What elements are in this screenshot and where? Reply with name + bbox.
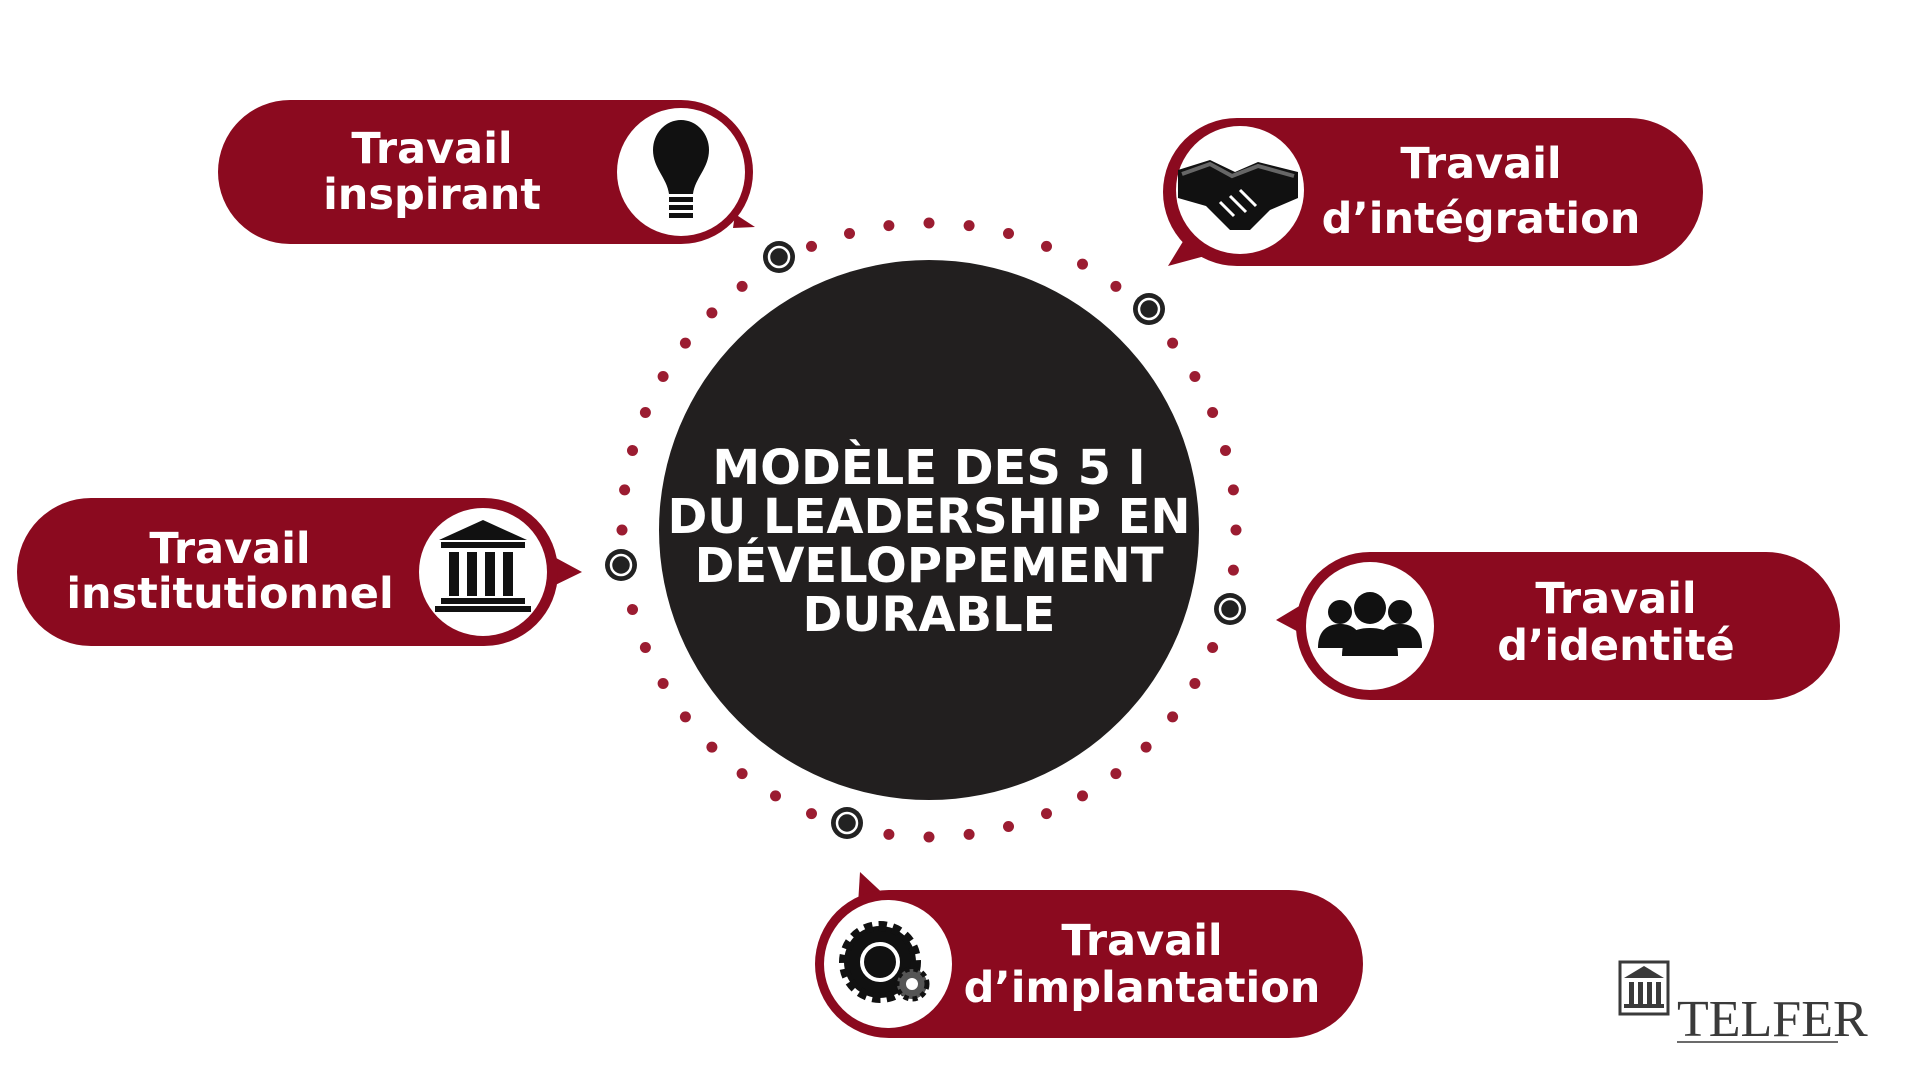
ring-dot [770, 790, 781, 802]
pill-integration-line-1: Travail [1400, 139, 1561, 189]
ring-dot [963, 828, 975, 840]
pill-integration-line-2: d’intégration [1322, 194, 1641, 244]
ring-dot [627, 604, 638, 615]
center-circle: MODÈLE DES 5 I DU LEADERSHIP EN DÉVELOPP… [659, 260, 1199, 800]
ring-dot [1207, 642, 1219, 653]
center-title-line-4: DURABLE [803, 587, 1056, 643]
pill-identite: Travail d’identité [1276, 552, 1840, 700]
pill-institutionnel: Travail institutionnel [17, 498, 582, 646]
ring-dot [736, 768, 748, 780]
center-title-line-2: DU LEADERSHIP EN [667, 489, 1190, 545]
ring-dot [1220, 445, 1231, 456]
ring-dot [619, 484, 631, 496]
ring-dot [883, 220, 895, 232]
pill-implantation-line-2: d’implantation [964, 963, 1321, 1013]
handshake-icon [1178, 160, 1298, 230]
ring-dot [679, 711, 691, 723]
telfer-logo-text: TELFER [1677, 991, 1868, 1048]
ring-dot [844, 228, 855, 239]
ring-dot [706, 307, 718, 319]
ring-dot [963, 220, 975, 232]
ring-dot [1003, 821, 1014, 832]
node-inspirant [763, 241, 795, 273]
ring-dot [806, 808, 817, 820]
pill-institutionnel-line-1: Travail [149, 524, 310, 574]
pill-identite-line-2: d’identité [1497, 621, 1734, 671]
ring-dot [639, 407, 651, 418]
ring-dot [657, 678, 669, 689]
ring-dot [1230, 524, 1242, 536]
ring-dot [736, 280, 748, 292]
ring-dot [1041, 808, 1052, 820]
university-building-icon [1618, 960, 1670, 1016]
node-identite [1214, 593, 1246, 625]
pill-inspirant: Travail inspirant [218, 100, 755, 244]
ring-dot [1110, 768, 1122, 780]
ring-dot [1167, 337, 1179, 349]
ring-dot [1189, 371, 1201, 382]
ring-dot [923, 831, 935, 843]
ring-dot [806, 240, 817, 252]
ring-dot [1227, 564, 1239, 576]
pill-inspirant-line-1: Travail [351, 124, 512, 174]
ring-dot [616, 524, 628, 536]
ring-dot [1077, 790, 1088, 802]
ring-dot [639, 642, 651, 653]
ring-dot [923, 217, 935, 229]
ring-dot [1003, 228, 1014, 239]
group-people-icon [1318, 592, 1422, 656]
ring-dot [627, 445, 638, 456]
ring-dot [1189, 678, 1201, 689]
pill-implantation: Travail d’implantation [815, 872, 1363, 1038]
ring-dot [1110, 280, 1122, 292]
pill-identite-line-1: Travail [1535, 574, 1696, 624]
ring-dot [1077, 258, 1088, 270]
ring-nodes [605, 241, 1246, 839]
pill-implantation-line-1: Travail [1061, 916, 1222, 966]
ring-dot [1167, 711, 1179, 723]
node-institutionnel [605, 549, 637, 581]
pill-integration: Travail d’intégration [1163, 118, 1703, 266]
ring-dot [1140, 741, 1152, 753]
ring-dot [1041, 240, 1052, 252]
ring-dot [1207, 407, 1219, 418]
telfer-logo: TELFER [1618, 960, 1868, 1048]
ring-dot [706, 741, 718, 753]
center-title-line-3: DÉVELOPPEMENT [695, 537, 1164, 594]
gears-icon [839, 921, 930, 1003]
ring-dot [1227, 484, 1239, 496]
pill-institutionnel-line-2: institutionnel [66, 569, 393, 619]
lightbulb-icon [653, 120, 709, 218]
ring-dot [883, 828, 895, 840]
institution-building-icon [435, 520, 531, 612]
pill-inspirant-line-2: inspirant [323, 170, 541, 220]
ring-dot [679, 337, 691, 349]
center-title-line-1: MODÈLE DES 5 I [712, 439, 1145, 496]
ring-dot [657, 371, 669, 382]
node-implantation [831, 807, 863, 839]
node-integration [1133, 293, 1165, 325]
